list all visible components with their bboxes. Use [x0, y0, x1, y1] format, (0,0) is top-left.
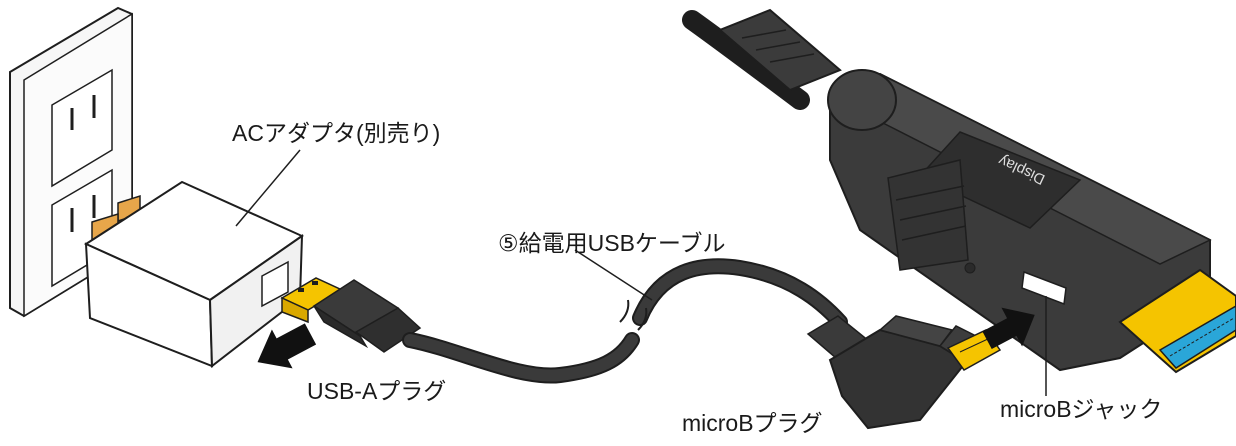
usb-a-plug-label: USB-Aプラグ	[307, 378, 447, 404]
microb-plug	[806, 315, 1002, 430]
adapter-leader-line	[235, 149, 301, 227]
microb-jack-label: microBジャック	[1000, 396, 1163, 422]
arrow-microb	[982, 307, 1035, 350]
usb-cable-label: ⑤給電用USBケーブル	[498, 230, 726, 256]
ac-adapter	[83, 180, 305, 368]
ac-adapter-label: ACアダプタ(別売り)	[232, 120, 441, 146]
microb-plug-label: microBプラグ	[682, 410, 823, 436]
cable-leader-line	[574, 249, 653, 301]
usb-cable	[402, 258, 848, 384]
display-device	[682, 8, 1212, 372]
hdmi-connector	[1118, 268, 1236, 374]
usb-a-plug	[280, 277, 422, 353]
arrow-usb-a	[257, 323, 317, 369]
